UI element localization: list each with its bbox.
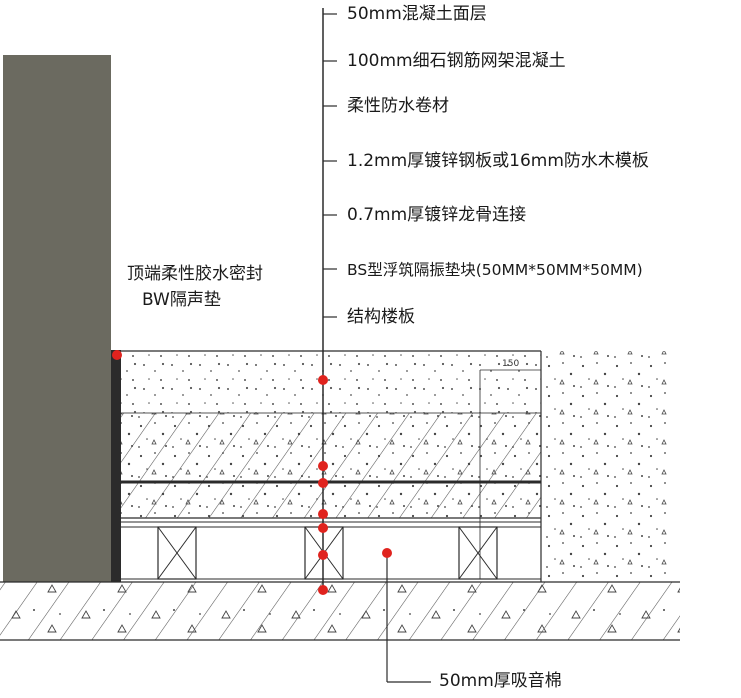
callout-isolation-pad: BS型浮筑隔振垫块(50MM*50MM*50MM) (347, 261, 643, 279)
callout-steel-plate: 1.2mm厚镀锌钢板或16mm防水木模板 (347, 151, 649, 171)
steel-plate (121, 521, 541, 528)
dimension-label: 150 (502, 359, 519, 369)
marker-points (112, 350, 392, 595)
callout-concrete-topping: 50mm混凝土面层 (347, 4, 487, 24)
note-bw-pad: BW隔声垫 (142, 290, 221, 310)
isolation-pad (458, 526, 498, 580)
callout-ticks (323, 13, 337, 318)
dimension-150: 150 (479, 359, 541, 579)
callout-structural-slab: 结构楼板 (347, 307, 415, 327)
wall (3, 55, 111, 583)
callout-sound-absorbing-cotton: 50mm厚吸音棉 (439, 671, 562, 691)
callout-waterproof-membrane: 柔性防水卷材 (347, 96, 449, 116)
callout-galvanized-keel: 0.7mm厚镀锌龙骨连接 (347, 205, 527, 225)
callout-reinforced-concrete: 100mm细石钢筋网架混凝土 (347, 51, 566, 71)
adjacent-concrete (541, 351, 668, 582)
isolation-pad (157, 526, 197, 580)
bw-acoustic-pad (111, 350, 121, 582)
concrete-topping-layer (121, 350, 541, 414)
note-sealant: 顶端柔性胶水密封 (127, 264, 263, 284)
structural-slab (0, 581, 680, 641)
reinforced-concrete-layer (121, 413, 541, 519)
